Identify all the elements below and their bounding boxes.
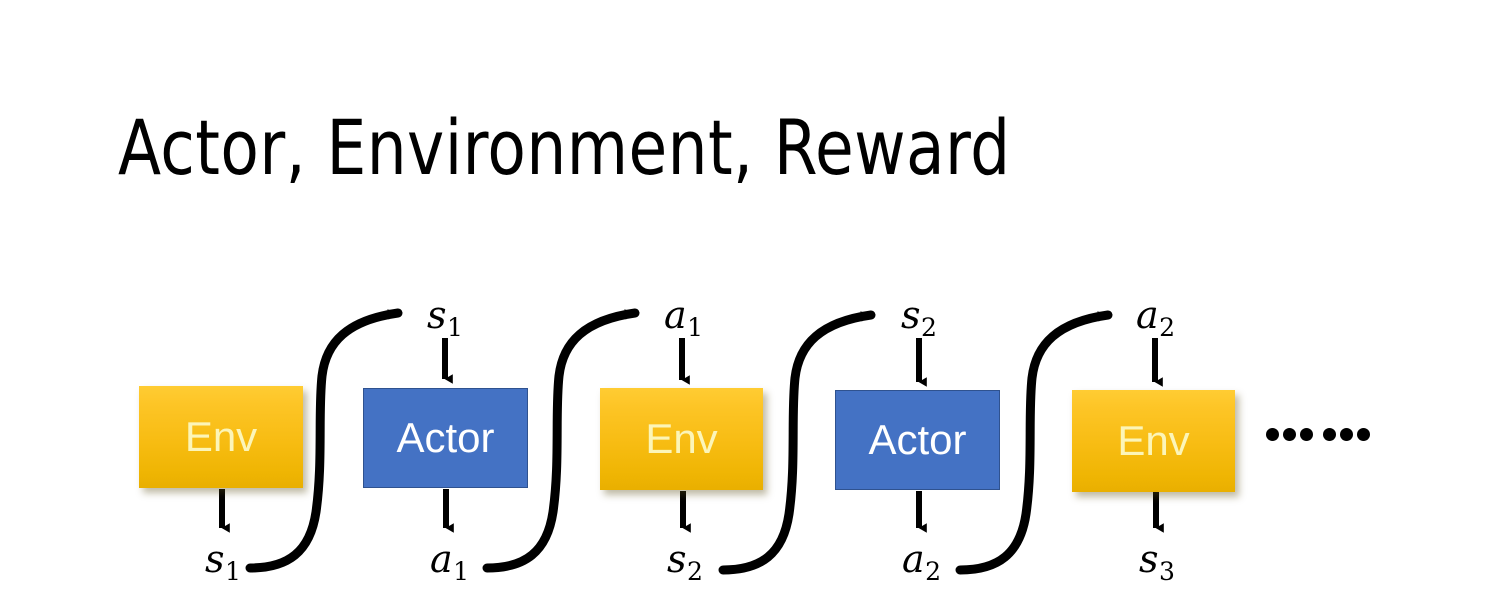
label-top-a1-base: a bbox=[664, 293, 687, 337]
down-arrows-into-boxes bbox=[442, 338, 1163, 387]
label-top-s1-base: s bbox=[427, 293, 447, 337]
label-top-a1-subscript: 1 bbox=[687, 313, 704, 343]
curve-s1-to-actor1 bbox=[245, 308, 403, 573]
node-actor-2-label: Actor bbox=[868, 416, 967, 463]
label-top-a1: a1 bbox=[664, 293, 703, 340]
label-bottom-s1-base: s bbox=[205, 537, 225, 581]
label-top-a2-base: a bbox=[1136, 293, 1159, 337]
node-actor-1-label: Actor bbox=[396, 414, 495, 461]
label-top-s2-subscript: 2 bbox=[921, 313, 937, 343]
label-bottom-s3-base: s bbox=[1139, 537, 1159, 581]
curve-a2-to-env3 bbox=[955, 310, 1113, 575]
label-bottom-a1-base: a bbox=[430, 537, 453, 581]
ellipsis-dot bbox=[1323, 428, 1336, 441]
label-bottom-s2-subscript: 2 bbox=[687, 557, 703, 587]
ellipsis-dot bbox=[1266, 428, 1279, 441]
node-env-2[interactable]: Env bbox=[600, 388, 763, 490]
down-arrows-out-of-boxes bbox=[219, 489, 1164, 533]
node-env-2-label: Env bbox=[645, 415, 718, 462]
node-actor-2[interactable]: Actor bbox=[835, 390, 1000, 490]
node-env-1[interactable]: Env bbox=[139, 386, 303, 488]
ellipsis-dot bbox=[1357, 428, 1370, 441]
label-bottom-s3-subscript: 3 bbox=[1159, 557, 1175, 587]
label-top-a2-subscript: 2 bbox=[1159, 313, 1176, 343]
label-bottom-s1: s1 bbox=[205, 537, 241, 584]
label-bottom-a2-subscript: 2 bbox=[925, 557, 942, 587]
label-top-s1: s1 bbox=[427, 293, 463, 340]
label-bottom-a1-subscript: 1 bbox=[453, 557, 470, 587]
curve-s2-to-actor2 bbox=[718, 310, 876, 575]
label-bottom-s2: s2 bbox=[667, 537, 703, 584]
label-bottom-s3: s3 bbox=[1139, 537, 1175, 584]
node-env-3-label: Env bbox=[1117, 417, 1190, 464]
ellipsis-dot bbox=[1340, 428, 1353, 441]
label-bottom-a1: a1 bbox=[430, 537, 469, 584]
label-top-s2: s2 bbox=[901, 293, 937, 340]
node-actor-1[interactable]: Actor bbox=[363, 388, 528, 488]
continuation-ellipsis-icon bbox=[1266, 428, 1370, 441]
node-env-1-label: Env bbox=[184, 413, 258, 460]
label-bottom-a2-base: a bbox=[902, 537, 925, 581]
curved-connectors bbox=[245, 308, 1113, 575]
label-top-s2-base: s bbox=[901, 293, 921, 337]
page-title: Actor, Environment, Reward bbox=[118, 103, 1011, 192]
label-bottom-s1-subscript: 1 bbox=[225, 557, 241, 587]
label-bottom-s2-base: s bbox=[667, 537, 687, 581]
label-bottom-a2: a2 bbox=[902, 537, 941, 584]
node-env-3[interactable]: Env bbox=[1072, 390, 1235, 492]
label-top-a2: a2 bbox=[1136, 293, 1175, 340]
label-top-s1-subscript: 1 bbox=[447, 313, 463, 343]
ellipsis-dot bbox=[1300, 428, 1313, 441]
curve-a1-to-env2 bbox=[482, 308, 640, 573]
ellipsis-dot bbox=[1283, 428, 1296, 441]
